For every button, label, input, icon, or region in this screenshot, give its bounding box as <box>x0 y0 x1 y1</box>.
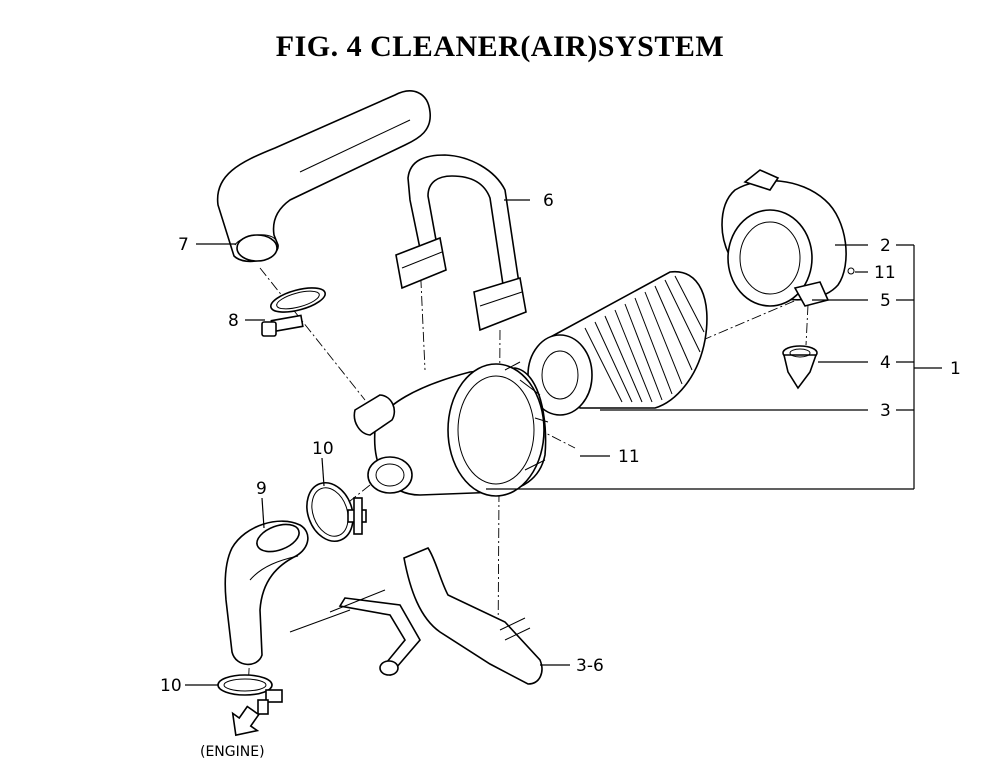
callout-10-upper: 10 <box>312 439 334 459</box>
end-cap <box>721 169 855 307</box>
hose-clamp-middle <box>306 482 367 542</box>
callout-10-lower: 10 <box>160 676 182 696</box>
upper-intake-hose <box>216 90 431 263</box>
hose-clamp-lower <box>217 674 283 715</box>
lower-intake-hose <box>224 520 309 666</box>
hose-clamp-upper <box>261 287 326 337</box>
callout-8: 8 <box>228 311 239 331</box>
leader-lines <box>185 199 942 686</box>
mounting-band <box>395 154 527 332</box>
callout-4: 4 <box>880 353 891 373</box>
callout-1: 1 <box>950 359 961 379</box>
callout-7: 7 <box>178 235 189 255</box>
callout-2: 2 <box>880 236 891 256</box>
callout-5: 5 <box>880 291 891 311</box>
dust-valve <box>782 345 818 390</box>
callout-3: 3 <box>880 401 891 421</box>
mounting-bracket <box>289 547 543 685</box>
callout-9: 9 <box>256 479 267 499</box>
air-cleaner-body <box>353 361 549 497</box>
callout-11-lower: 11 <box>618 447 640 467</box>
callout-3-6: 3-6 <box>576 656 604 676</box>
engine-label: (ENGINE) <box>200 744 265 760</box>
callout-6: 6 <box>543 191 554 211</box>
filter-element <box>527 270 708 416</box>
engine-direction-arrow <box>231 705 260 737</box>
callout-labels: 7 6 8 2 11 5 4 1 3 11 10 9 10 3-6 (ENGIN… <box>160 191 961 760</box>
callout-11-upper: 11 <box>874 263 896 283</box>
figure-title: FIG. 4 CLEANER(AIR)SYSTEM <box>275 30 725 63</box>
